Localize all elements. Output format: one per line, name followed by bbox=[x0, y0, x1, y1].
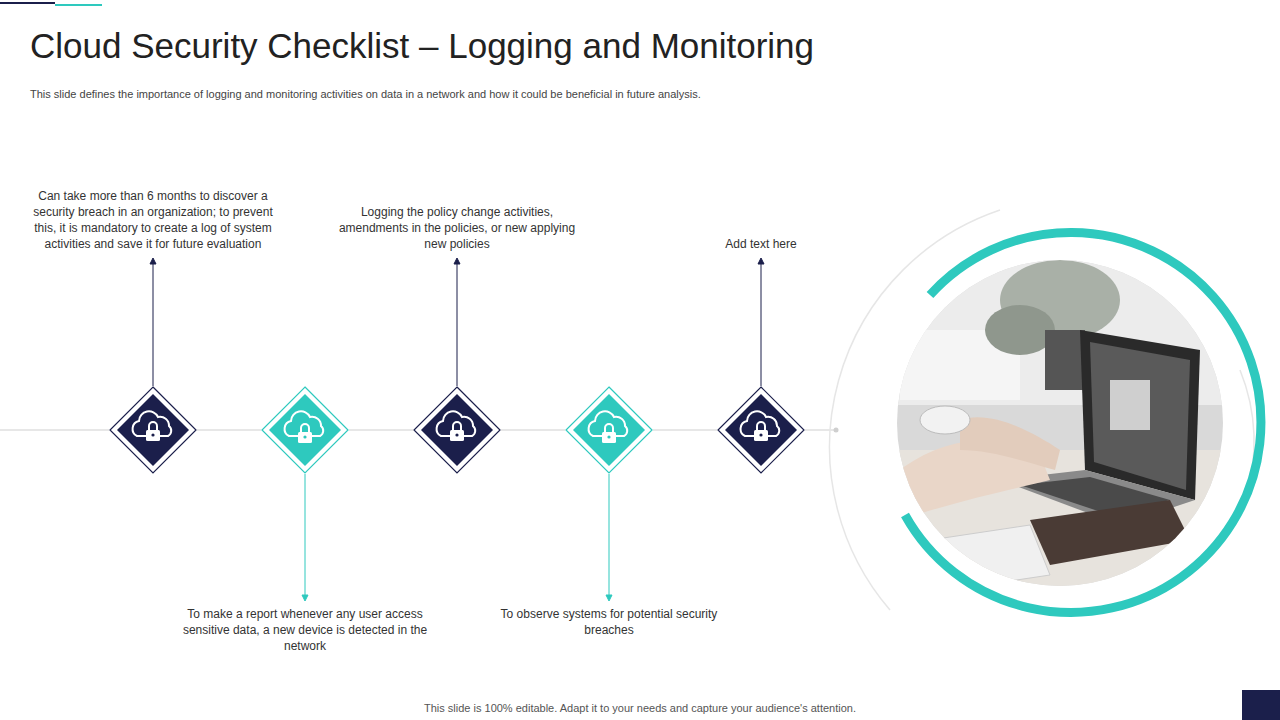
callout-text: Logging the policy change activities, am… bbox=[332, 204, 582, 252]
timeline-connector bbox=[349, 430, 413, 431]
icon-diamond: Can take more than 6 months to discover … bbox=[109, 386, 197, 474]
diamond-shape bbox=[717, 386, 805, 474]
diamond-shape bbox=[413, 386, 501, 474]
timeline-connector bbox=[653, 430, 717, 431]
timeline-connector bbox=[501, 430, 565, 431]
slide-footer: This slide is 100% editable. Adapt it to… bbox=[0, 702, 1280, 714]
callout-text: Can take more than 6 months to discover … bbox=[28, 188, 278, 252]
diamond-shape bbox=[261, 386, 349, 474]
icon-diamond: Add text here bbox=[717, 386, 805, 474]
callout-text: To observe systems for potential securit… bbox=[484, 606, 734, 638]
icon-diamond: To make a report whenever any user acces… bbox=[261, 386, 349, 474]
icon-diamond: To observe systems for potential securit… bbox=[565, 386, 653, 474]
slide-subtitle: This slide defines the importance of log… bbox=[30, 88, 701, 100]
icon-diamond: Logging the policy change activities, am… bbox=[413, 386, 501, 474]
diamond-shape bbox=[109, 386, 197, 474]
slide-title: Cloud Security Checklist – Logging and M… bbox=[30, 26, 814, 66]
timeline-connector bbox=[197, 430, 261, 431]
diamond-shape bbox=[565, 386, 653, 474]
callout-text: Add text here bbox=[636, 236, 886, 252]
callout-text: To make a report whenever any user acces… bbox=[180, 606, 430, 654]
